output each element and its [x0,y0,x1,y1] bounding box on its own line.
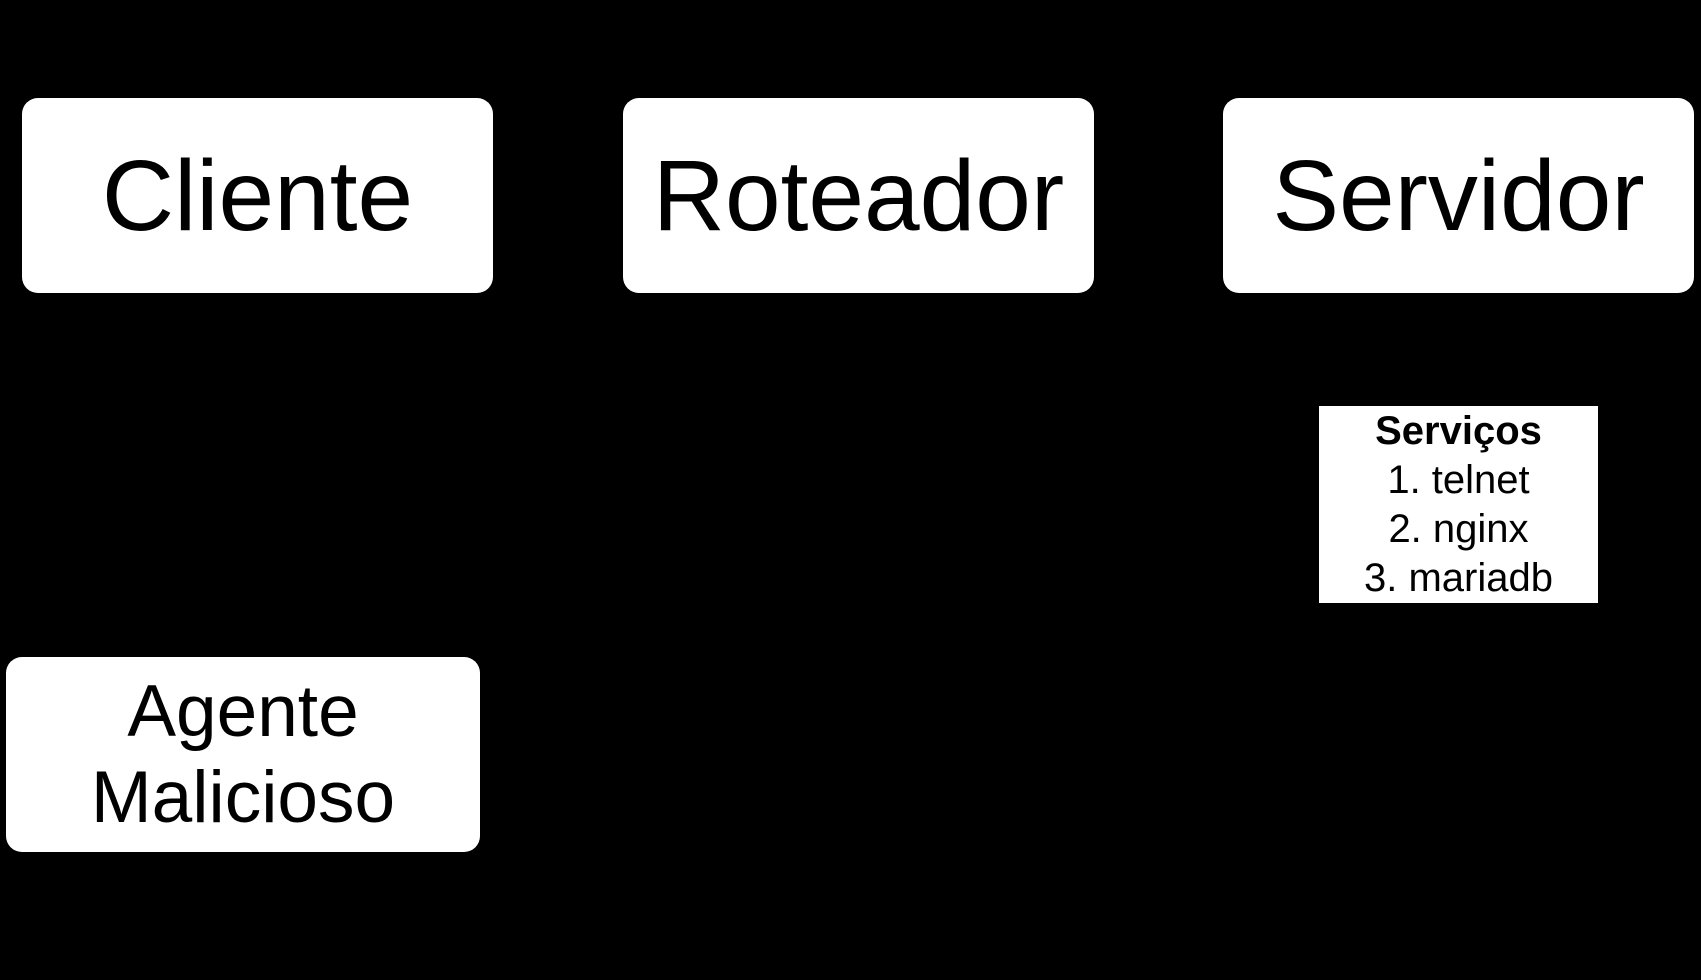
node-roteador: Roteador [623,98,1094,293]
service-item-telnet: 1. telnet [1387,457,1530,502]
node-cliente: Cliente [22,98,493,293]
services-title: Serviços [1375,408,1542,453]
service-item-mariadb: 3. mariadb [1364,555,1553,600]
node-servidor: Servidor [1223,98,1694,293]
service-item-nginx: 2. nginx [1388,506,1529,551]
node-cliente-label: Cliente [101,139,414,252]
node-roteador-label: Roteador [652,139,1065,252]
node-agente-malicioso-label: Agente Malicioso [90,670,396,838]
node-servidor-label: Servidor [1272,139,1645,252]
services-list-box: Serviços 1. telnet 2. nginx 3. mariadb [1319,406,1598,603]
node-agente-malicioso: Agente Malicioso [6,657,480,852]
